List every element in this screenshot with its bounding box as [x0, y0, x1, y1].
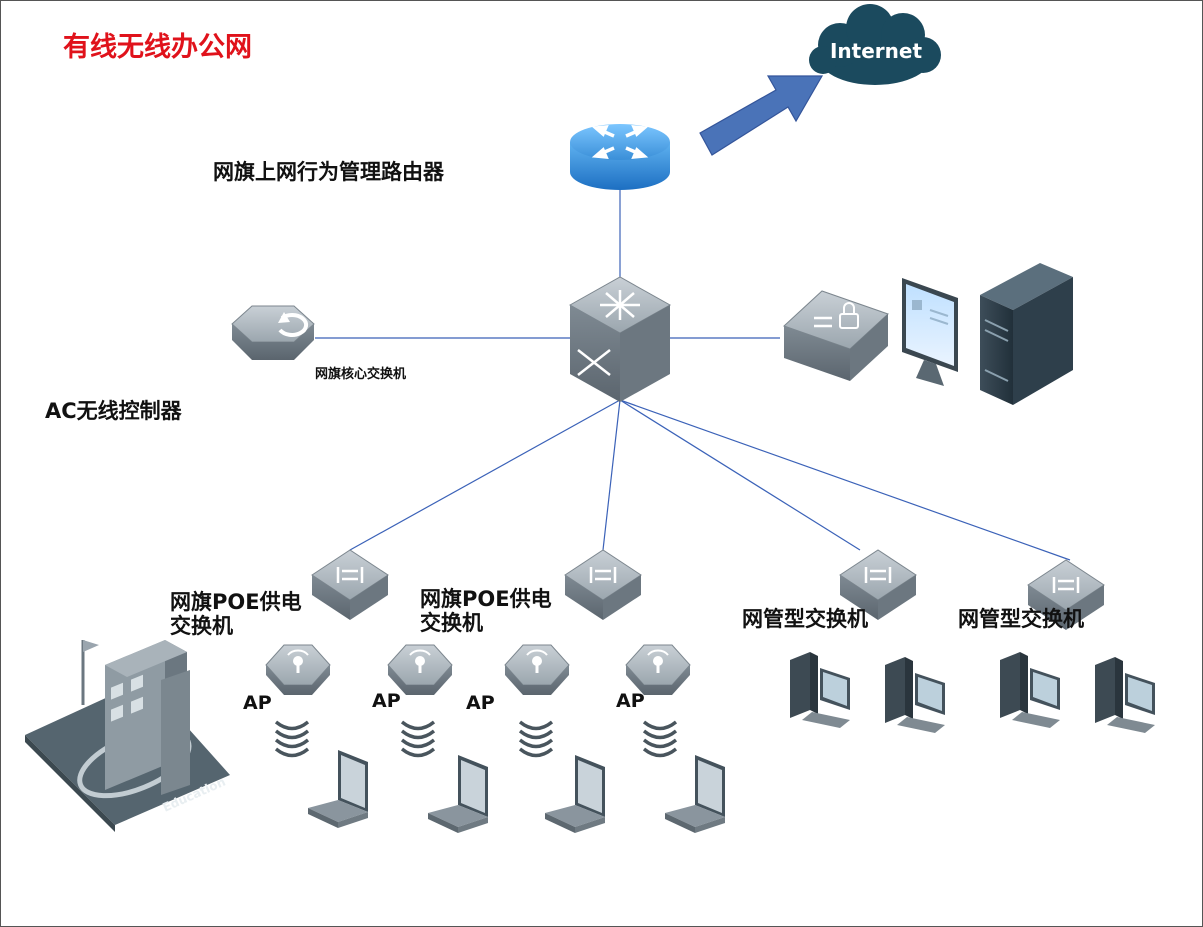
wireless-controller-icon	[231, 305, 315, 360]
managed-switch-1-icon	[839, 549, 917, 620]
poe-switch-1-label: 网旗POE供电 交换机	[170, 590, 302, 638]
monitor-icon	[902, 278, 958, 386]
link-core-poe2	[602, 399, 621, 551]
wifi-signal-3-icon	[518, 720, 554, 758]
diagram-title: 有线无线办公网	[63, 32, 252, 63]
desktop-pc-2-icon	[885, 657, 945, 733]
wifi-signal-2-icon	[400, 720, 436, 758]
wifi-signal-1-icon	[274, 720, 310, 758]
wifi-signal-4-icon	[642, 720, 678, 758]
connection-lines	[315, 185, 1071, 561]
cloud-icon	[809, 4, 941, 85]
poe-switch-1-label-line2: 交换机	[170, 614, 233, 639]
link-core-managed1	[619, 399, 861, 551]
access-point-4-icon	[625, 644, 691, 695]
router-icon	[570, 124, 670, 190]
poe-switch-2-label-line1: 网旗POE供电	[420, 587, 552, 611]
desktop-pc-4-icon	[1095, 657, 1155, 733]
ap-label: AP	[466, 692, 495, 714]
firewall-icon	[783, 290, 889, 381]
poe-switch-2-label-line2: 交换机	[420, 611, 483, 636]
desktop-pc-1-icon	[790, 652, 850, 728]
core-switch-icon	[568, 276, 672, 402]
link-core-poe1	[349, 399, 621, 551]
access-point-1-icon	[265, 644, 331, 695]
desktop-pc-3-icon	[1000, 652, 1060, 728]
access-point-2-icon	[387, 644, 453, 695]
laptop-1-icon	[308, 750, 368, 828]
router-label: 网旗上网行为管理路由器	[213, 160, 444, 184]
access-point-3-icon	[504, 644, 570, 695]
poe-switch-1-label-line1: 网旗POE供电	[170, 590, 302, 614]
core-switch-label: 网旗核心交换机	[315, 367, 407, 382]
laptop-4-icon	[665, 755, 725, 833]
internet-label: Internet	[830, 39, 922, 63]
poe-switch-2-label: 网旗POE供电 交换机	[420, 587, 552, 635]
school-building-icon	[25, 640, 230, 832]
ap-label: AP	[616, 690, 645, 712]
ap-label: AP	[372, 690, 401, 712]
laptop-2-icon	[428, 755, 488, 833]
link-core-managed2	[619, 399, 1071, 561]
ac-controller-label: AC无线控制器	[45, 399, 182, 423]
uplink-arrow-icon	[699, 75, 824, 156]
laptop-3-icon	[545, 755, 605, 833]
poe-switch-2-icon	[564, 549, 642, 620]
managed-switch-2-label: 网管型交换机	[958, 607, 1084, 631]
ap-label: AP	[243, 692, 272, 714]
managed-switch-2-icon	[1027, 559, 1105, 630]
poe-switch-1-icon	[311, 549, 389, 620]
managed-switch-1-label: 网管型交换机	[742, 607, 868, 631]
server-tower-icon	[980, 263, 1073, 405]
